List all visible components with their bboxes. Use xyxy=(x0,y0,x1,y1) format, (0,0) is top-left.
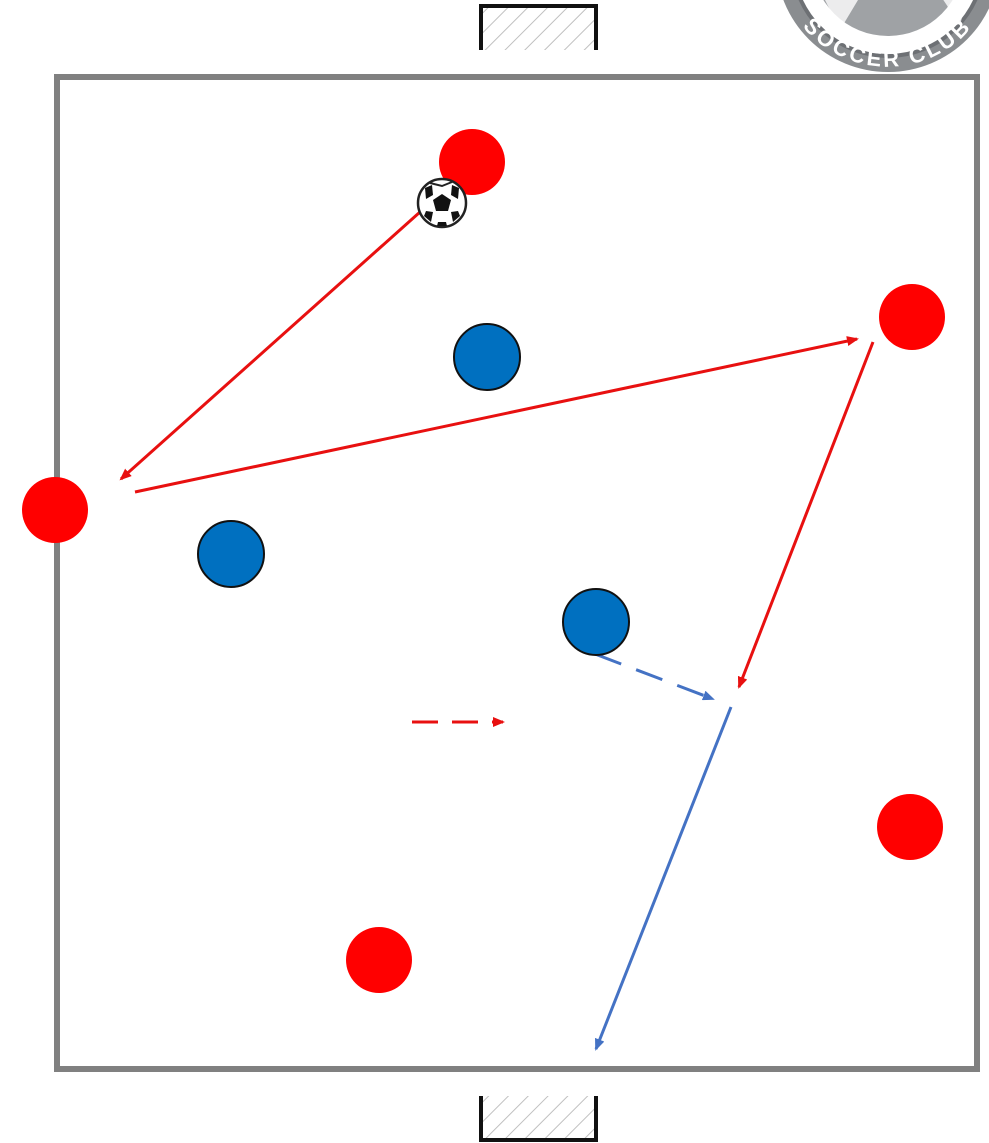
bottom-goal xyxy=(479,1096,598,1142)
red-player xyxy=(346,927,412,993)
blue-player xyxy=(197,520,265,588)
club-crest-icon: SOCCER CLUB xyxy=(783,0,989,72)
pass-arrow-3 xyxy=(737,341,875,689)
pass-arrow-1 xyxy=(119,210,421,481)
blue-run-arrow xyxy=(594,652,715,701)
red-player xyxy=(879,284,945,350)
soccer-ball-icon xyxy=(416,177,468,229)
field-boundary xyxy=(54,74,980,1072)
pass-arrow-2 xyxy=(134,336,859,494)
red-player xyxy=(22,477,88,543)
blue-player xyxy=(562,588,630,656)
blue-pass-arrow xyxy=(594,706,733,1051)
red-player xyxy=(877,794,943,860)
red-player xyxy=(439,129,505,195)
top-goal xyxy=(479,4,598,50)
blue-player xyxy=(453,323,521,391)
